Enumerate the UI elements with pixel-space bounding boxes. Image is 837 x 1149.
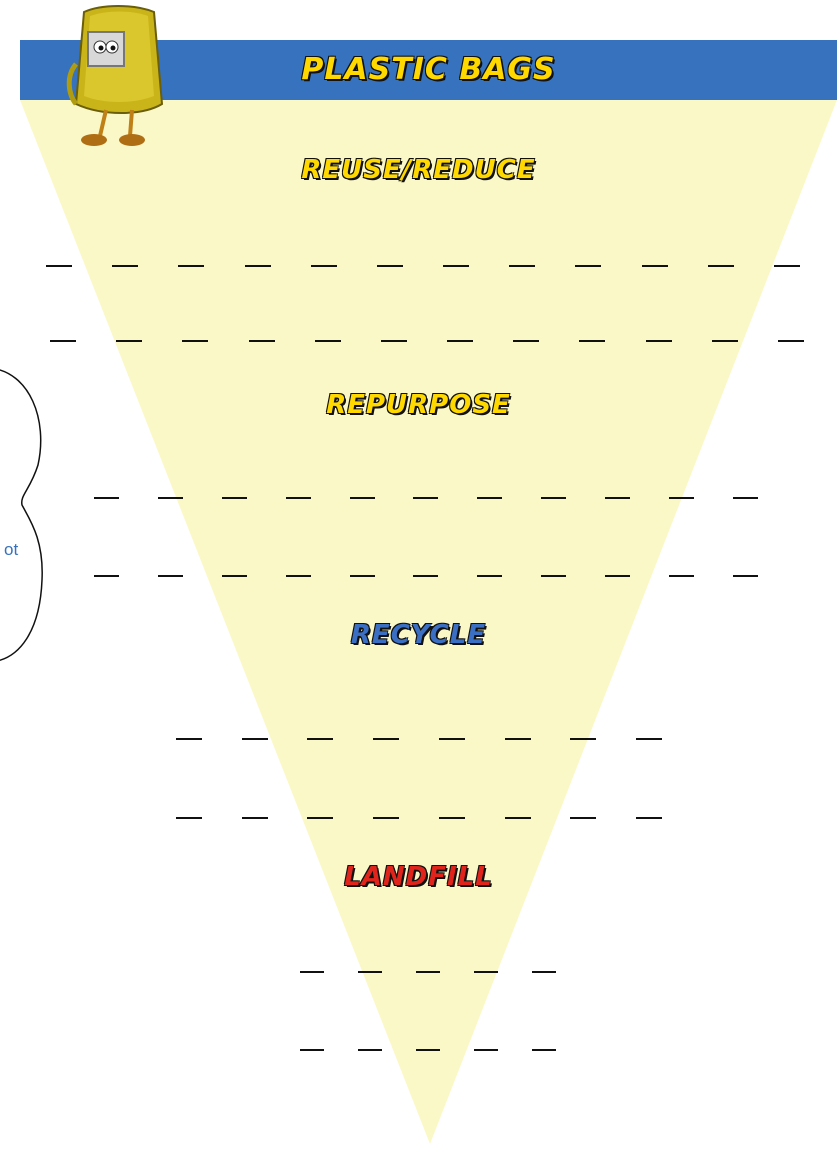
cloud-icon	[0, 369, 43, 661]
blank-line-recycle-2[interactable]	[176, 808, 662, 828]
blank-line-reuse-1[interactable]	[46, 256, 800, 276]
blank-line-repurpose-1[interactable]	[94, 488, 758, 508]
blank-line-landfill-1[interactable]	[300, 962, 556, 982]
plastic-bag-mascot-icon	[66, 5, 164, 146]
blank-line-landfill-2[interactable]	[300, 1040, 556, 1060]
section-title-landfill: LANDFILL	[344, 862, 493, 892]
page-title: PLASTIC BAGS	[301, 52, 556, 87]
section-title-repurpose: REPURPOSE	[326, 390, 511, 420]
section-title-reuse: REUSE/REDUCE	[301, 155, 536, 185]
blank-line-reuse-2[interactable]	[50, 331, 804, 351]
section-title-recycle: RECYCLE	[350, 620, 487, 650]
blank-line-recycle-1[interactable]	[176, 729, 662, 749]
pyramid-shape	[20, 100, 837, 1144]
side-note-text: ot	[4, 540, 19, 559]
blank-line-repurpose-2[interactable]	[94, 566, 758, 586]
